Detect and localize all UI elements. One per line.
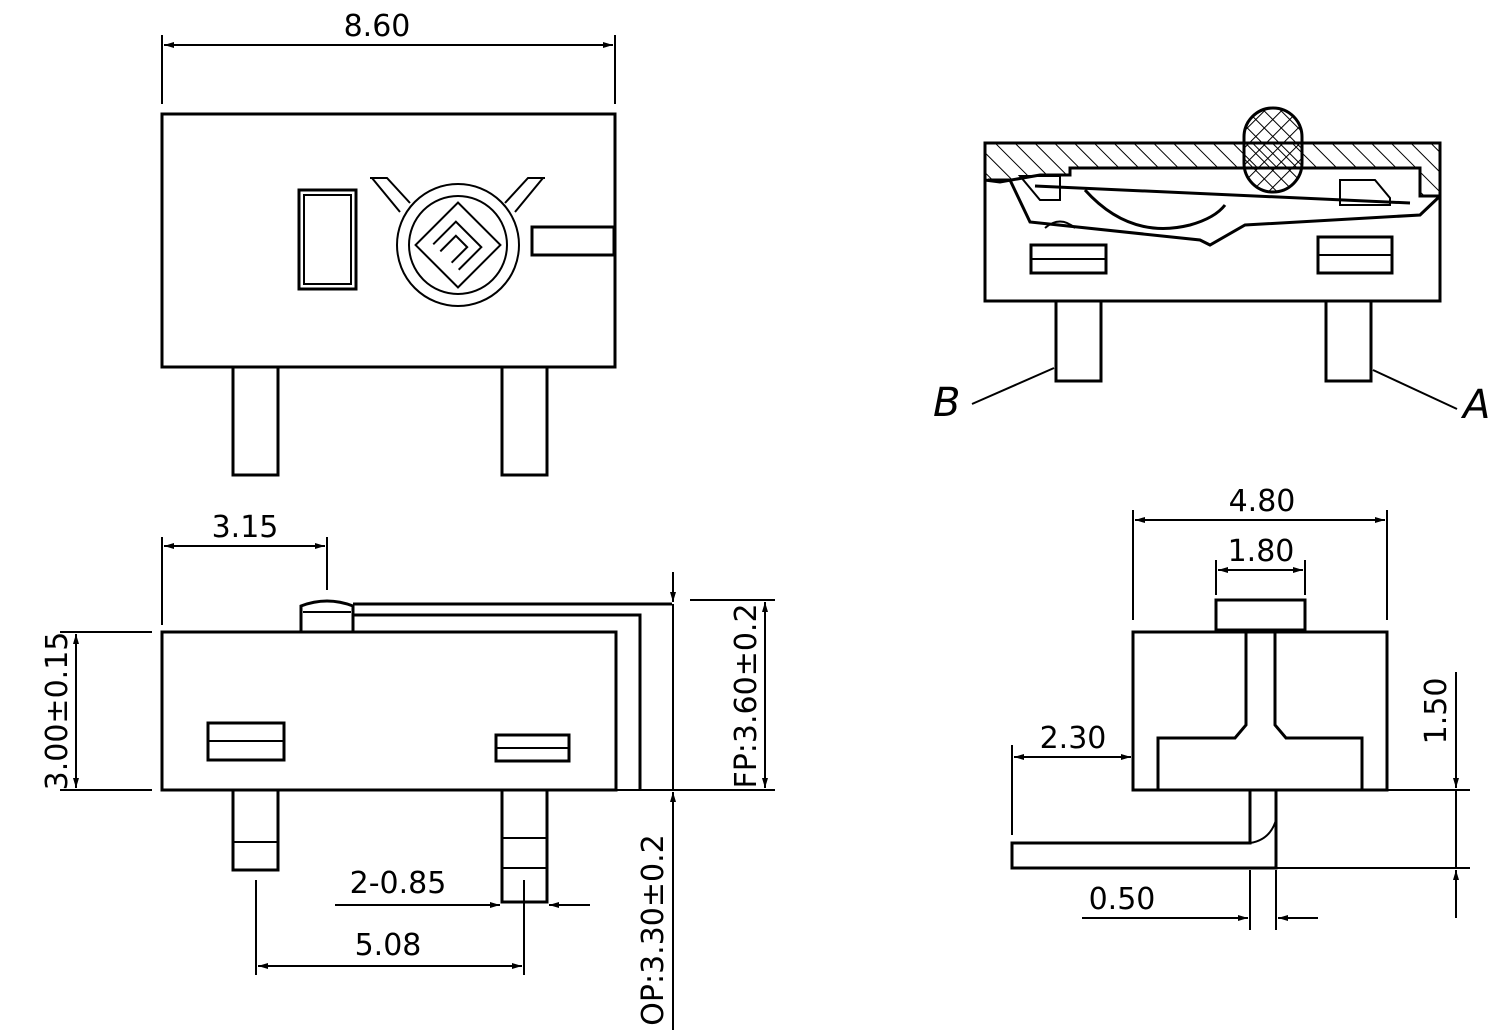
omron-style-logo-icon [370,177,545,307]
contact-left [1017,175,1061,201]
pin-length-label: 2.30 [1040,721,1107,756]
pin-pitch-label: 5.08 [355,928,422,963]
pin-height-label: 1.50 [1419,678,1454,745]
leader-line [971,367,1055,405]
width-dimension-label: 8.60 [344,9,411,44]
terminal-pin-b [1054,299,1103,383]
housing-window-inner [303,194,352,285]
terminal-pin [231,788,280,872]
side-body [160,630,618,792]
actuator [1214,598,1307,632]
lever [353,602,672,790]
free-position-label: FP:3.60±0.2 [729,603,764,788]
body-width-label: 4.80 [1229,484,1296,519]
operating-position-label: OP:3.30±0.2 [636,834,671,1025]
leader-line [1372,369,1458,410]
terminal-pin [500,365,549,477]
curved-spring [1083,188,1227,230]
end-view: 4.80 1.80 2.30 1.50 0.50 [1010,484,1470,930]
pin-width-label: 2-0.85 [350,866,447,901]
actuator [299,599,355,632]
pin-thickness-label: 0.50 [1089,882,1156,917]
bent-pin [1010,790,1278,870]
section-view: B A [933,106,1490,428]
internal-t-shape [1156,632,1364,790]
housing-window [297,188,358,291]
terminal-b-label: B [933,380,960,426]
internal-cavity [988,178,1442,247]
leaf-spring [1034,184,1411,205]
pivot [1044,220,1076,229]
side-view: 3.15 3.00±0.15 FP:3.60±0.2 OP:3.30±0.2 [40,510,775,1030]
actuator-width-label: 1.80 [1228,534,1295,569]
front-view: 8.60 [160,9,617,477]
side-tab [530,225,616,257]
terminal-pin-a [1324,299,1373,383]
terminal-pin [231,365,280,477]
actuator [1242,106,1304,194]
actuator-offset-label: 3.15 [212,510,279,545]
switch-body [160,112,617,369]
terminal-a-label: A [1460,382,1490,428]
end-body [1131,630,1389,792]
body-height-label: 3.00±0.15 [40,632,75,791]
pin-bend [1249,819,1277,844]
